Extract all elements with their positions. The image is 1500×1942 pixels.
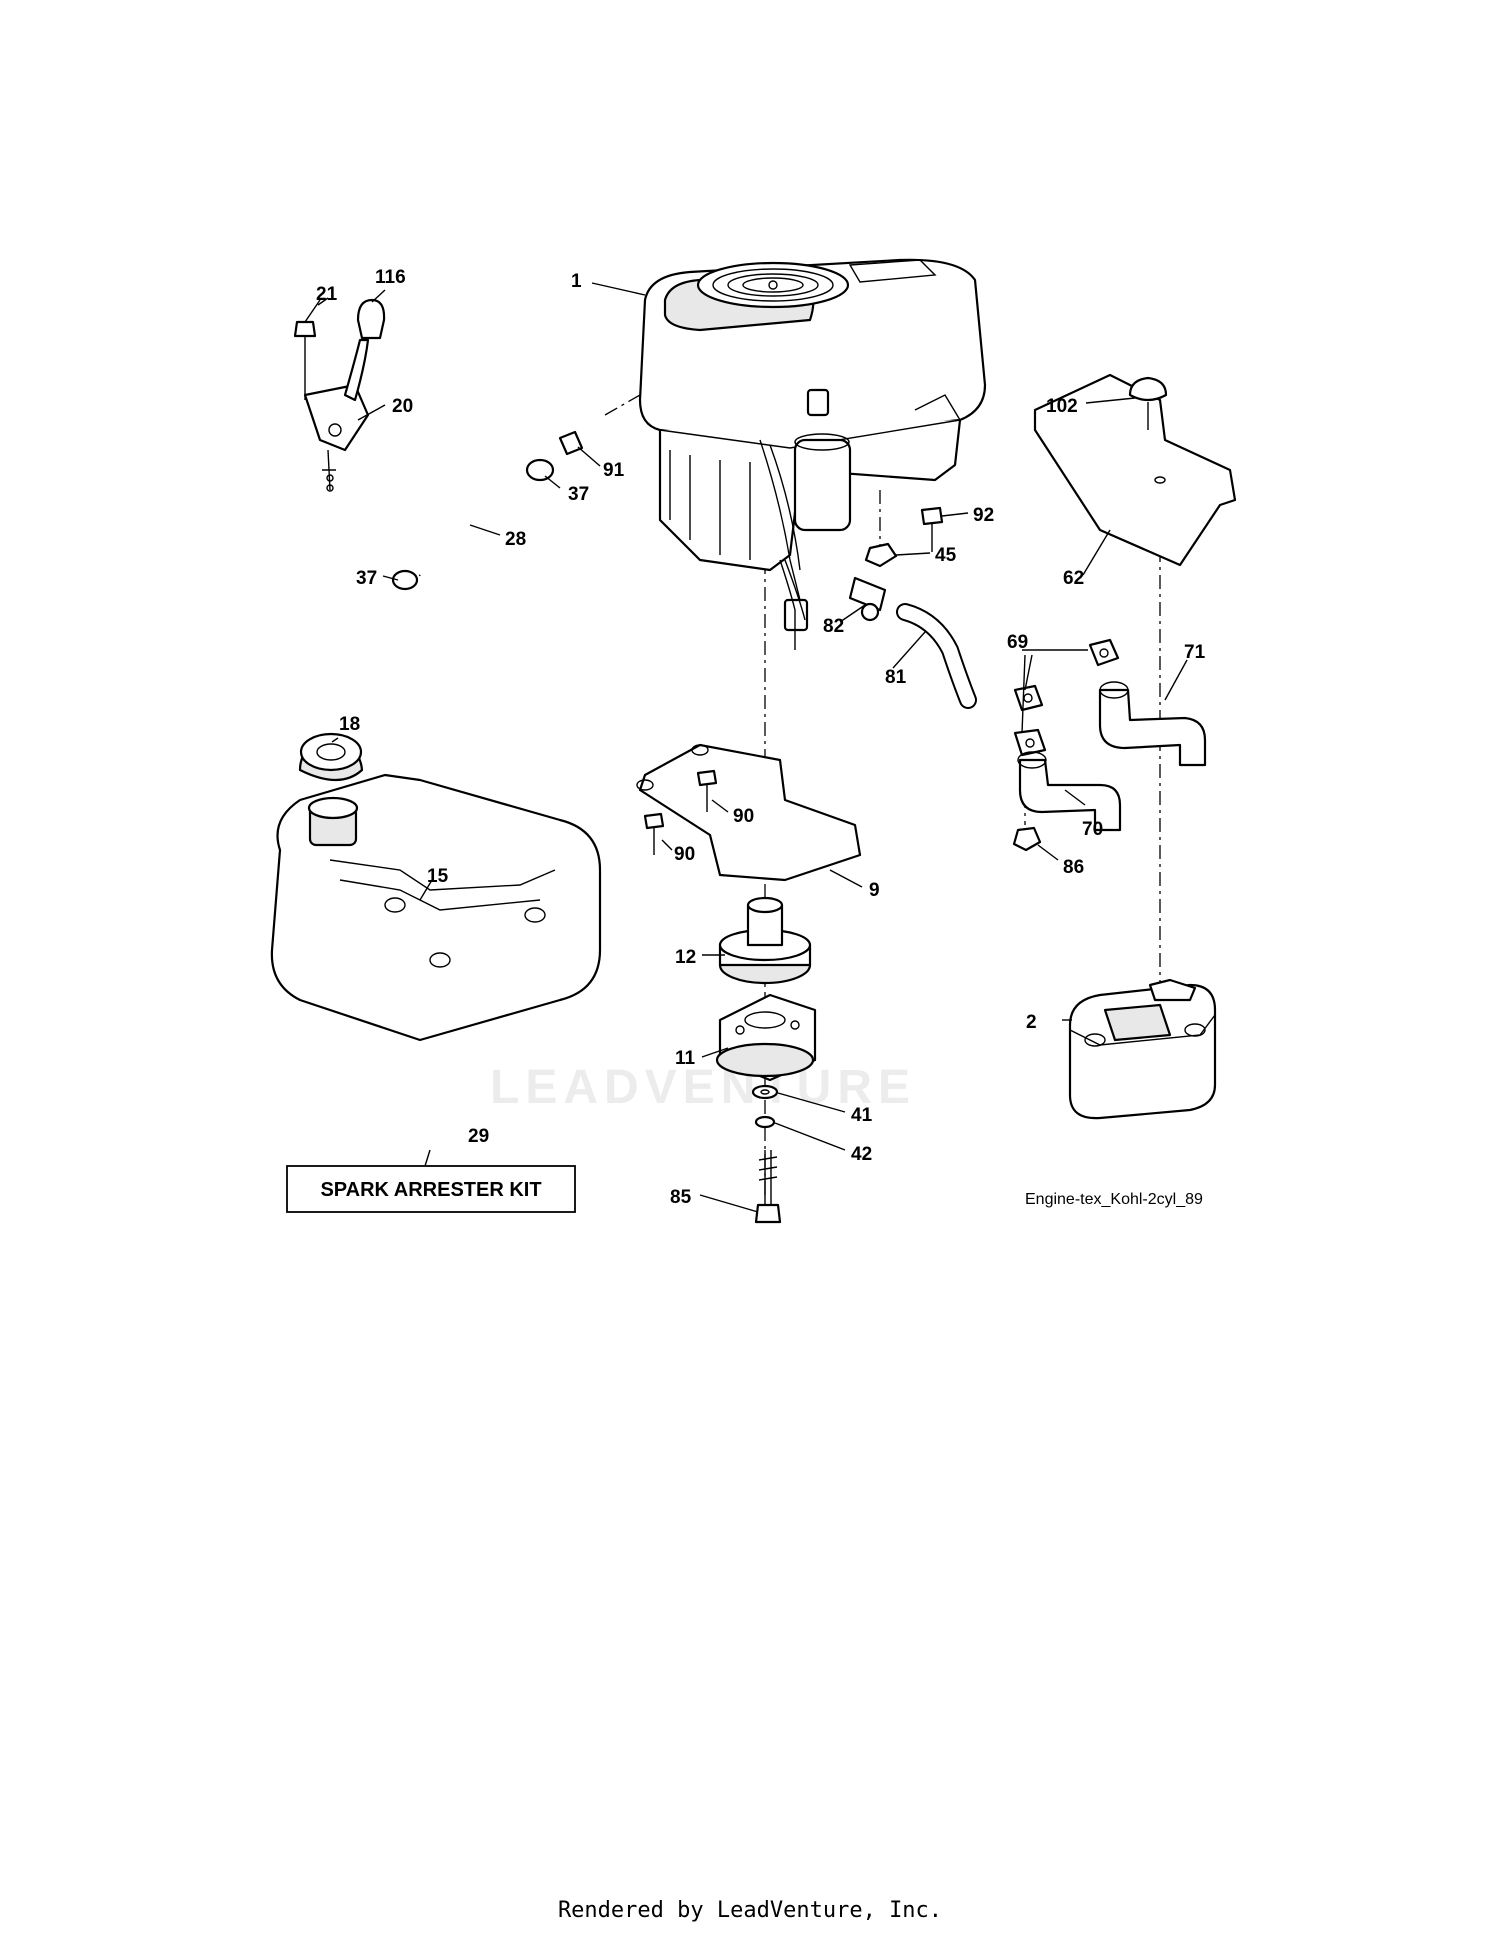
leader-86 <box>1037 844 1059 861</box>
fuel-cap-part[interactable] <box>298 732 364 781</box>
callout-102: 102 <box>1046 396 1078 417</box>
spark-arrester-kit-box[interactable] <box>286 1165 576 1213</box>
bolt-90-right-part[interactable] <box>696 769 718 812</box>
leader-71 <box>1164 659 1188 701</box>
engine-part[interactable] <box>638 258 987 632</box>
callout-116: 116 <box>375 267 406 288</box>
wire-harness-part[interactable] <box>779 559 806 650</box>
leader-21b <box>304 299 321 323</box>
leader-9 <box>829 869 863 888</box>
leader-90a <box>711 799 729 813</box>
spark-arrester-kit-label: SPARK ARRESTER KIT <box>320 1179 541 1201</box>
washer-42-part[interactable] <box>754 1115 776 1129</box>
bolt-90-left-part[interactable] <box>643 812 665 855</box>
callout-42: 42 <box>851 1144 872 1165</box>
callout-1: 1 <box>571 271 582 292</box>
callout-69: 69 <box>1007 632 1028 653</box>
callout-12: 12 <box>675 947 696 968</box>
leader-21 <box>317 297 329 306</box>
callout-71: 71 <box>1184 642 1206 663</box>
leader-1 <box>591 282 646 296</box>
electric-clutch-part[interactable] <box>715 993 817 1082</box>
clamp-37-upper-part[interactable] <box>525 458 555 482</box>
callout-37a: 37 <box>568 484 589 505</box>
leader-41 <box>777 1092 846 1113</box>
callout-70: 70 <box>1082 819 1103 840</box>
callout-15: 15 <box>427 866 449 887</box>
callout-28: 28 <box>505 529 526 550</box>
leader-28 <box>469 524 501 536</box>
leader-42 <box>774 1122 846 1151</box>
nut-86-part[interactable] <box>1012 826 1042 852</box>
muffler-part[interactable] <box>1068 978 1217 1120</box>
bolt-21-part[interactable] <box>293 320 317 400</box>
clamp-37-lower-part[interactable] <box>391 569 419 591</box>
callout-2: 2 <box>1026 1012 1037 1033</box>
callout-9: 9 <box>869 880 880 901</box>
leader-69c <box>1021 654 1026 734</box>
leader-91 <box>577 446 601 467</box>
nut-45-part[interactable] <box>864 542 898 568</box>
oil-drain-hose-part[interactable] <box>896 603 977 709</box>
oil-drain-valve-part[interactable] <box>848 576 887 622</box>
callout-37b: 37 <box>356 568 377 589</box>
gasket-69-lower-part[interactable] <box>1013 728 1047 757</box>
callout-91: 91 <box>603 460 625 481</box>
fuel-line-part[interactable] <box>417 468 551 578</box>
exhaust-pipe-70-part[interactable] <box>1017 751 1122 832</box>
washer-41-part[interactable] <box>751 1084 779 1100</box>
knob-116-part[interactable] <box>356 298 386 340</box>
callout-82: 82 <box>823 616 844 637</box>
callout-21: 21 <box>316 284 338 305</box>
leader-70 <box>1064 789 1086 806</box>
leader-37b <box>382 575 399 581</box>
callout-85: 85 <box>670 1187 692 1208</box>
bolt-92-part[interactable] <box>920 506 944 552</box>
leader-62 <box>1082 529 1111 576</box>
leader-29 <box>424 1149 431 1167</box>
diagram-code: Engine-tex_Kohl-2cyl_89 <box>1025 1191 1203 1208</box>
gasket-69-mid-part[interactable] <box>1013 684 1044 712</box>
leader-11 <box>701 1047 729 1058</box>
fitting-91-part[interactable] <box>558 430 584 456</box>
callout-11: 11 <box>675 1048 696 1069</box>
footer-credit: Rendered by LeadVenture, Inc. <box>557 1898 943 1923</box>
leader-81 <box>892 631 926 669</box>
leader-37a <box>544 475 561 489</box>
leader-18 <box>331 737 339 743</box>
leader-45 <box>895 552 931 556</box>
watermark-text: LEADVENTURE <box>490 1061 916 1114</box>
bolt-102-part[interactable] <box>1128 376 1168 430</box>
callout-29: 29 <box>468 1126 489 1147</box>
callout-90a: 90 <box>733 806 754 827</box>
leader-116 <box>371 289 386 303</box>
leader-90b <box>661 839 673 851</box>
pulley-part[interactable] <box>718 896 812 985</box>
callout-81: 81 <box>885 667 907 688</box>
leader-102 <box>1085 397 1136 404</box>
callout-86: 86 <box>1063 857 1084 878</box>
leader-82 <box>839 604 866 623</box>
leader-15 <box>419 879 433 901</box>
leader-85 <box>699 1194 759 1213</box>
leader-92 <box>941 512 969 517</box>
throttle-control-part[interactable] <box>303 338 370 492</box>
callout-90b: 90 <box>674 844 695 865</box>
alignment-line-91 <box>604 394 641 416</box>
callout-92: 92 <box>973 505 994 526</box>
callout-45: 45 <box>935 545 957 566</box>
bolt-85-part[interactable] <box>754 1150 782 1224</box>
gasket-69-upper-part[interactable] <box>1088 638 1120 667</box>
leader-20 <box>357 404 386 421</box>
tank-neck-part[interactable] <box>307 796 359 847</box>
leader-69b <box>1024 654 1033 691</box>
exhaust-pipe-71-part[interactable] <box>1098 681 1207 767</box>
callout-41: 41 <box>851 1105 873 1126</box>
bracket-part[interactable] <box>636 743 862 882</box>
callout-18: 18 <box>339 714 360 735</box>
callout-20: 20 <box>392 396 413 417</box>
callout-62: 62 <box>1063 568 1084 589</box>
